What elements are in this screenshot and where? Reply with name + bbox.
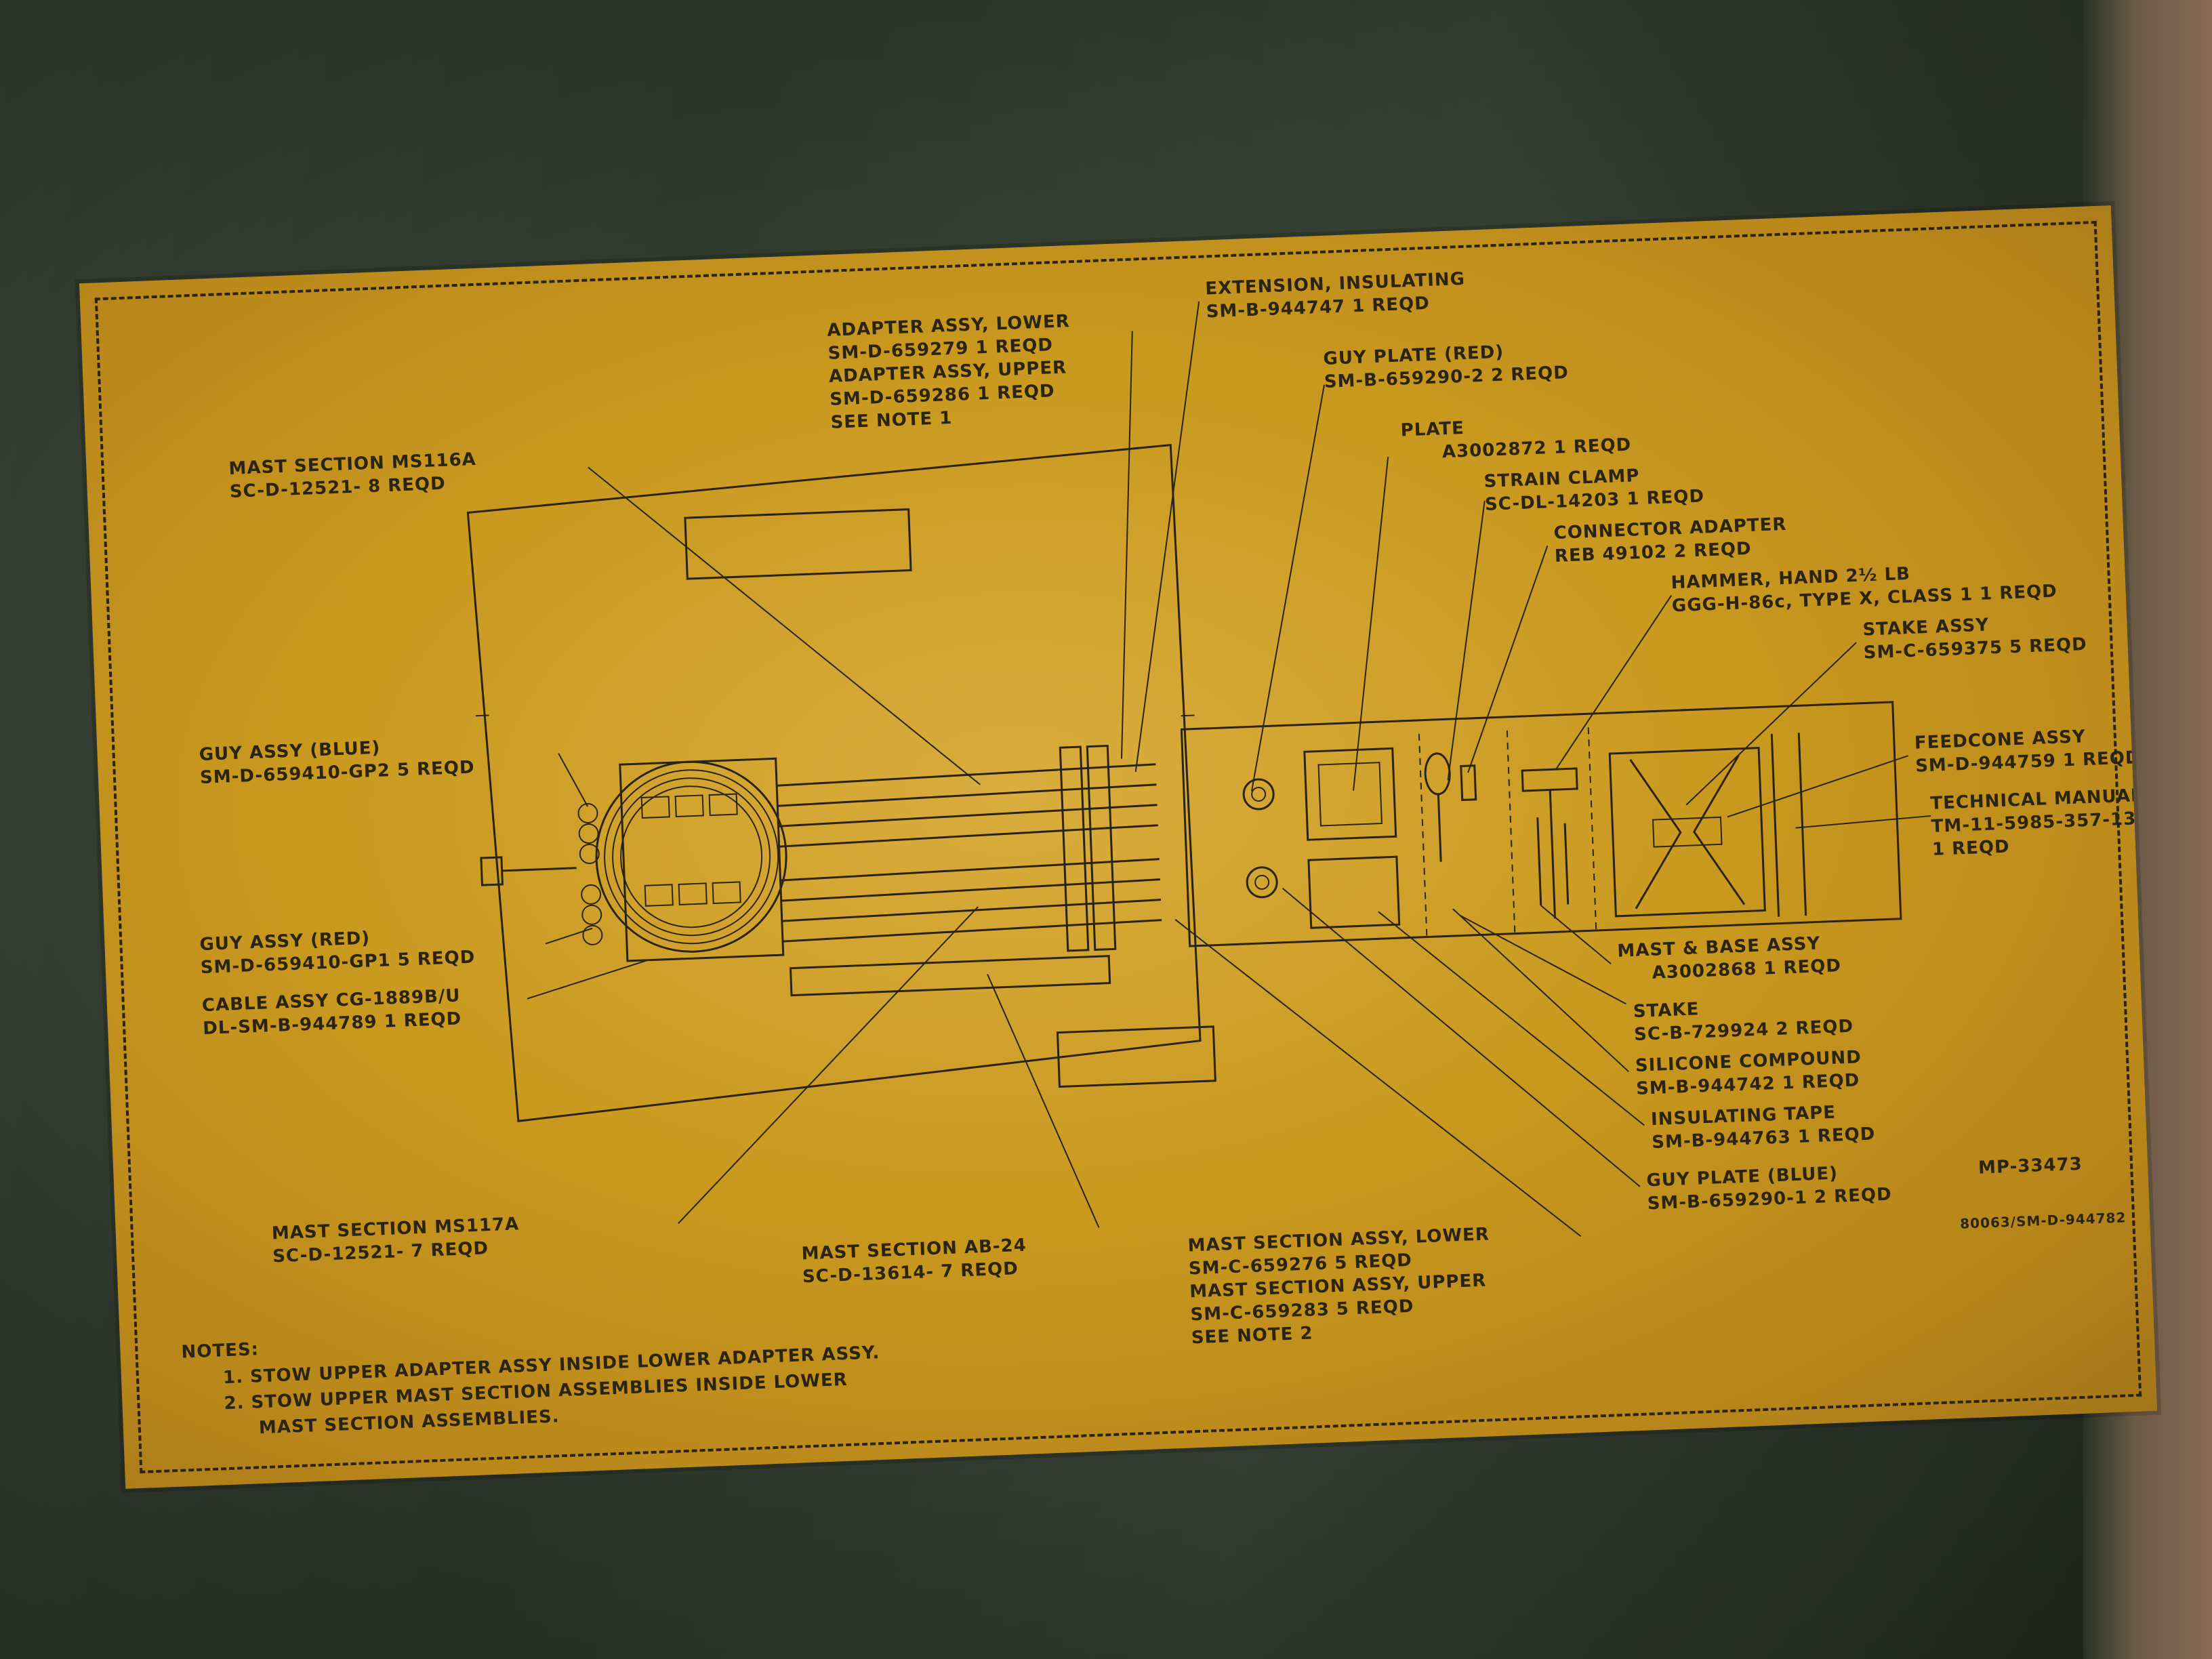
svg-text:SEE NOTE 1: SEE NOTE 1: [830, 408, 953, 433]
svg-text:PLATE: PLATE: [1400, 418, 1465, 441]
callout-mast-section-assy: MAST SECTION ASSY, LOWER SM-C-659276 5 R…: [1187, 1224, 1490, 1349]
svg-text:STAKE ASSY: STAKE ASSY: [1862, 615, 1990, 640]
guy-assy-rolls: [577, 803, 603, 945]
svg-text:SEE NOTE 2: SEE NOTE 2: [1191, 1324, 1313, 1349]
callout-strain-clamp: STRAIN CLAMP SC-DL-14203 1 REQD: [1483, 466, 1704, 515]
svg-text:MAST SECTION ASSEMBLIES.: MAST SECTION ASSEMBLIES.: [258, 1406, 560, 1438]
callout-extension: EXTENSION, INSULATING SM-B-944747 1 REQD: [1205, 269, 1466, 323]
svg-text:STAKE: STAKE: [1633, 999, 1700, 1022]
notes-block: NOTES: 1. STOW UPPER ADAPTER ASSY INSIDE…: [181, 1339, 880, 1438]
svg-text:A3002868 1 REQD: A3002868 1 REQD: [1652, 956, 1841, 983]
callout-plate: PLATE A3002872 1 REQD: [1400, 418, 1632, 463]
svg-text:FEEDCONE ASSY: FEEDCONE ASSY: [1914, 726, 2086, 754]
svg-text:GUY ASSY (RED): GUY ASSY (RED): [199, 928, 371, 955]
mast-sections: [777, 744, 1162, 997]
callout-mast-base-assy: MAST & BASE ASSY A3002868 1 REQD: [1617, 933, 1842, 983]
svg-text:CONNECTOR ADAPTER: CONNECTOR ADAPTER: [1553, 514, 1787, 544]
callout-feedcone: FEEDCONE ASSY SM-D-944759 1 REQD: [1914, 726, 2141, 777]
svg-text:TM-11-5985-357-13: TM-11-5985-357-13: [1931, 808, 2137, 837]
svg-text:STRAIN CLAMP: STRAIN CLAMP: [1483, 466, 1640, 492]
svg-text:A3002872 1 REQD: A3002872 1 REQD: [1441, 435, 1631, 463]
callout-insulating-tape: INSULATING TAPE SM-B-944763 1 REQD: [1650, 1103, 1875, 1153]
svg-text:REB 49102 2 REQD: REB 49102 2 REQD: [1554, 539, 1752, 567]
svg-text:NOTES:: NOTES:: [181, 1339, 260, 1362]
callout-adapter: ADAPTER ASSY, LOWER SM-D-659279 1 REQD A…: [827, 311, 1070, 433]
callout-hammer: HAMMER, HAND 2½ LB GGG-H-86c, TYPE X, CL…: [1671, 564, 2057, 617]
packing-diagram: MAST SECTION MS116A SC-D-12521- 8 REQD A…: [181, 269, 2143, 1439]
callout-connector-adapter: CONNECTOR ADAPTER REB 49102 2 REQD: [1553, 514, 1787, 567]
callout-mast-ms116a: MAST SECTION MS116A SC-D-12521- 8 REQD: [228, 449, 476, 502]
callout-cable-assy: CABLE ASSY CG-1889B/U DL-SM-B-944789 1 R…: [201, 985, 462, 1039]
drawing-number: MP-33473: [1978, 1154, 2083, 1179]
callout-stake-assy: STAKE ASSY SM-C-659375 5 REQD: [1862, 615, 2087, 663]
callout-guy-assy-blue: GUY ASSY (BLUE) SM-D-659410-GP2 5 REQD: [199, 738, 475, 788]
svg-text:GUY ASSY (BLUE): GUY ASSY (BLUE): [199, 738, 381, 765]
callout-guy-assy-red: GUY ASSY (RED) SM-D-659410-GP1 5 REQD: [199, 928, 476, 978]
equipment-tray: [1180, 701, 1902, 947]
callout-guy-plate-red: GUY PLATE (RED) SM-B-659290-2 2 REQD: [1323, 342, 1569, 392]
callout-silicone: SILICONE COMPOUND SM-B-944742 1 REQD: [1635, 1047, 1862, 1099]
callout-stake: STAKE SC-B-729924 2 REQD: [1633, 999, 1853, 1045]
packing-diagram-label: MAST SECTION MS116A SC-D-12521- 8 REQD A…: [79, 205, 2158, 1489]
reference-number: 80063/SM-D-944782: [1960, 1209, 2127, 1231]
svg-text:GUY PLATE (RED): GUY PLATE (RED): [1323, 342, 1504, 369]
callout-guy-plate-blue: GUY PLATE (BLUE) SM-B-659290-1 2 REQD: [1646, 1164, 1892, 1214]
svg-text:MAST SECTION ASSY, LOWER: MAST SECTION ASSY, LOWER: [1187, 1224, 1490, 1256]
callout-technical-manual: TECHNICAL MANUAL TM-11-5985-357-13 1 REQ…: [1930, 785, 2143, 860]
callout-mast-ab24: MAST SECTION AB-24 SC-D-13614- 7 REQD: [801, 1235, 1027, 1288]
case-outline: [466, 443, 1216, 1122]
cable-coil: [480, 757, 787, 962]
leader-lines: [527, 301, 1931, 1237]
svg-text:1 REQD: 1 REQD: [1931, 837, 2010, 860]
callout-mast-ms117a: MAST SECTION MS117A SC-D-12521- 7 REQD: [271, 1214, 519, 1267]
svg-text:INSULATING TAPE: INSULATING TAPE: [1650, 1103, 1836, 1130]
